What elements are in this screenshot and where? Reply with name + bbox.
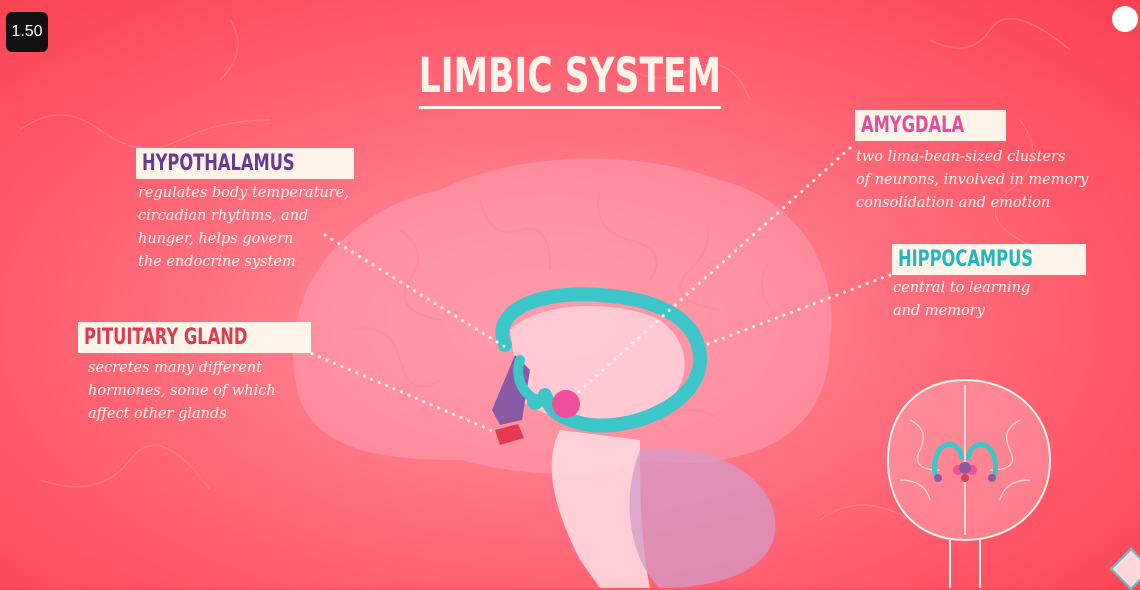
leader-lines	[243, 146, 892, 434]
mini-brain-diagram	[886, 378, 1052, 588]
page-title-text: LIMBIC SYSTEM	[418, 48, 722, 109]
corner-control-icon[interactable]	[1112, 6, 1138, 32]
amygdala-desc-line: of neurons, involved in memory	[856, 172, 1089, 188]
hypothalamus-desc-line: circadian rhythms, and	[138, 208, 309, 224]
pituitary-desc-line: affect other glands	[88, 406, 227, 422]
pituitary-gland-name: PITUITARY GLAND	[84, 325, 248, 350]
hippocampus-description: central to learning and memory	[893, 277, 1030, 323]
hypothalamus-label: HYPOTHALAMUS	[136, 148, 355, 179]
hypothalamus-desc-line: regulates body temperature,	[138, 185, 349, 201]
amygdala-name: AMYGDALA	[861, 113, 965, 138]
hypothalamus-desc-line: hunger, helps govern	[138, 231, 294, 247]
pituitary-gland-label: PITUITARY GLAND	[78, 322, 311, 353]
hippocampus-name: HIPPOCAMPUS	[898, 247, 1034, 272]
hypothalamus-name: HYPOTHALAMUS	[142, 151, 295, 176]
amygdala-desc-line: consolidation and emotion	[856, 195, 1051, 211]
vein-pattern	[19, 18, 1071, 521]
amygdala-description: two lima-bean-sized clusters of neurons,…	[856, 146, 1088, 215]
hippocampus-label: HIPPOCAMPUS	[892, 244, 1087, 275]
hippocampus-desc-line: central to learning	[893, 280, 1031, 296]
amygdala-label: AMYGDALA	[855, 110, 1007, 141]
limbic-structures	[492, 287, 708, 445]
hippocampus-desc-line: and memory	[893, 303, 985, 319]
pituitary-desc-line: hormones, some of which	[88, 383, 276, 399]
pituitary-gland-description: secretes many different hormones, some o…	[88, 357, 276, 426]
pituitary-desc-line: secretes many different	[88, 360, 263, 376]
brain-silhouette	[292, 158, 832, 588]
hypothalamus-description: regulates body temperature, circadian rh…	[138, 182, 349, 274]
hypothalamus-desc-line: the endocrine system	[138, 254, 296, 270]
page-title: LIMBIC SYSTEM	[0, 48, 1140, 109]
amygdala-desc-line: two lima-bean-sized clusters	[856, 149, 1066, 165]
playback-speed-badge[interactable]: 1.50	[6, 12, 48, 52]
